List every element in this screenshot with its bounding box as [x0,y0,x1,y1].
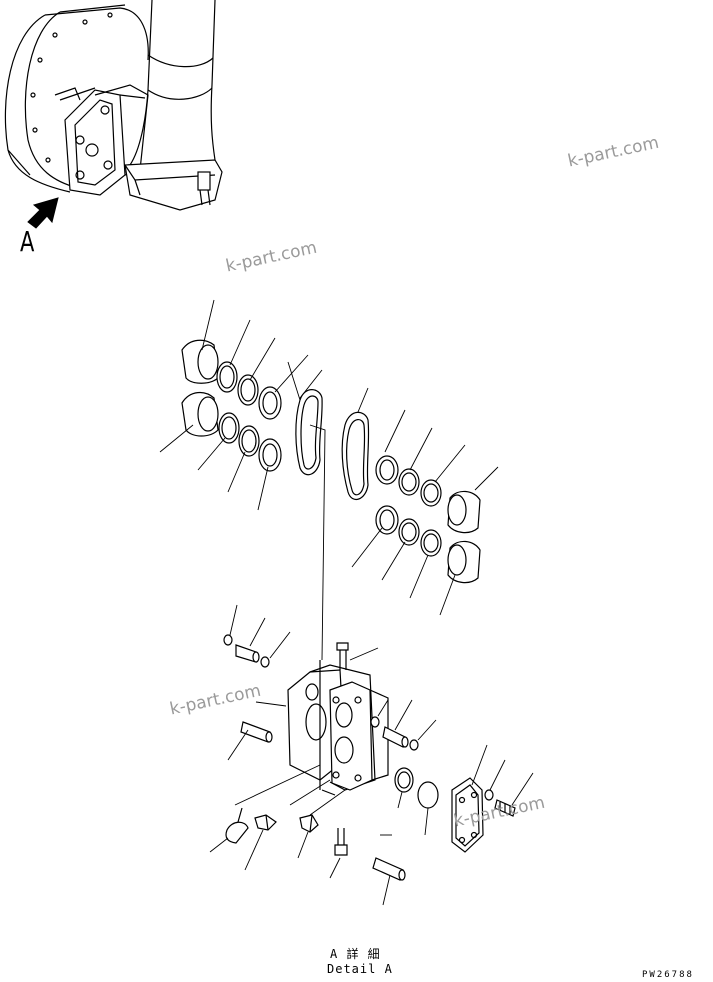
valve-body-assembly [209,604,534,906]
view-arrow-icon [27,197,59,229]
detail-caption-jp: A 詳 細 [330,947,381,961]
drawing-number: PW26788 [642,970,694,980]
upper-seal-kit [159,299,499,661]
detail-caption-en: Detail A [327,962,393,976]
view-label: A [20,225,35,258]
assembly-overview [4,0,223,211]
